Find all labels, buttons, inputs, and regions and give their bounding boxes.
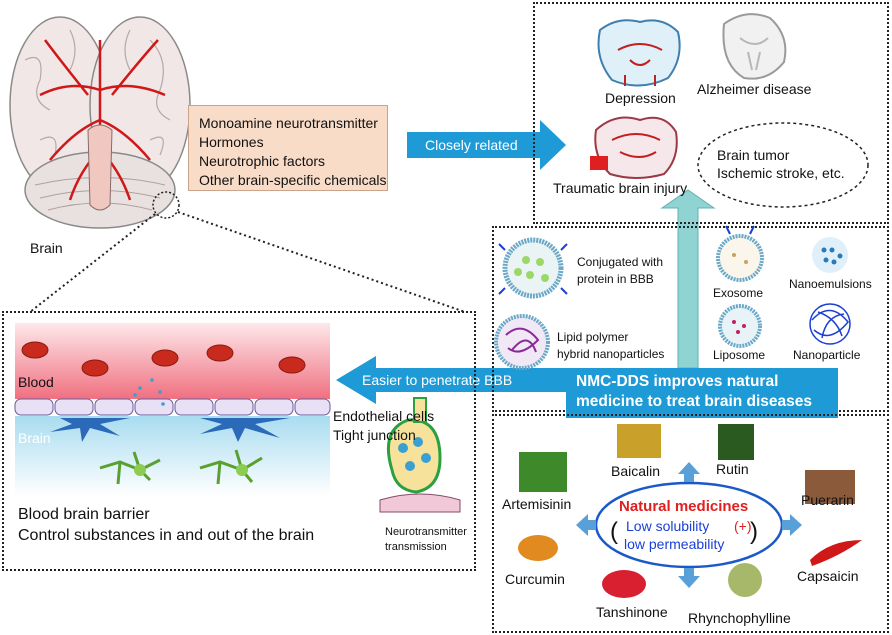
nanoparticle-icon: [809, 303, 851, 345]
depression-label: Depression: [605, 90, 676, 106]
rhynchophylline-label: Rhynchophylline: [688, 610, 791, 626]
conjugated-label-2: protein in BBB: [577, 272, 654, 286]
other-disease-line2: Ischemic stroke, etc.: [717, 165, 845, 181]
liposome-icon: [718, 304, 762, 348]
bbb-title-line2: Control substances in and out of the bra…: [18, 527, 315, 544]
endothelial-cell-row: [14, 398, 331, 416]
rutin-image: [718, 424, 754, 460]
closely-related-label: Closely related: [425, 137, 518, 153]
nanoemulsion-icon: [812, 237, 848, 273]
brain-label: Brain: [30, 240, 63, 256]
rutin-label: Rutin: [716, 461, 749, 477]
nanoparticle-label: Nanoparticle: [793, 348, 861, 362]
curcumin-label: Curcumin: [505, 571, 565, 587]
puerarin-image: [805, 470, 855, 504]
diseases-box: [533, 2, 889, 224]
conjugated-nanocarrier-icon: [498, 237, 568, 299]
endothelial-label: Endothelial cells: [333, 408, 435, 424]
paren-right: ): [750, 518, 758, 545]
chemical-item: Neurotrophic factors: [199, 153, 326, 169]
exosome-label: Exosome: [713, 286, 764, 300]
conjugated-label-1: Conjugated with: [577, 255, 664, 269]
bbb-brain-label: Brain: [18, 430, 51, 446]
synapse-icon: [379, 397, 461, 513]
brain-chemicals-box: Monoamine neurotransmitter Hormones Neur…: [188, 105, 388, 191]
other-disease-line1: Brain tumor: [717, 147, 790, 163]
liposome-label: Liposome: [713, 348, 766, 362]
rhynchophylline-image: [728, 563, 762, 597]
tight-junction-label: Tight junction: [333, 427, 416, 443]
neuron-cells: [99, 449, 263, 485]
nmc-dds-banner: NMC-DDS improves natural medicine to tre…: [566, 368, 838, 418]
exosome-icon: [716, 225, 764, 282]
neurotransmitter-label-1: Neurotransmitter: [385, 526, 467, 538]
low-permeability-label: low permeability: [624, 536, 725, 552]
artemisinin-label: Artemisinin: [502, 496, 572, 512]
puerarin-label: Puerarin: [801, 492, 854, 508]
paren-left: (: [610, 518, 618, 545]
tbi-label: Traumatic brain injury: [553, 180, 688, 196]
low-solubility-label: Low solubility: [626, 518, 710, 534]
capsaicin-label: Capsaicin: [797, 568, 859, 584]
banner-line-1: NMC-DDS improves natural: [576, 373, 779, 390]
plus-sign: (+): [734, 518, 752, 534]
capsaicin-image: [810, 540, 862, 566]
red-blood-cells: [21, 341, 306, 377]
bbb-box: [2, 311, 476, 571]
neurotransmitter-label-2: transmission: [385, 541, 447, 553]
tanshinone-label: Tanshinone: [596, 604, 668, 620]
lipid-polymer-label-1: Lipid polymer: [557, 330, 629, 344]
natural-medicines-title: Natural medicines: [619, 498, 749, 515]
baicalin-image: [617, 424, 661, 458]
lipid-polymer-hybrid-icon: [494, 314, 550, 370]
bbb-title-line1: Blood brain barrier: [18, 506, 150, 523]
chemical-item: Monoamine neurotransmitter: [199, 115, 378, 131]
chemical-item: Hormones: [199, 134, 264, 150]
tanshinone-image: [602, 570, 646, 598]
nanoemulsions-label: Nanoemulsions: [789, 277, 872, 291]
astrocyte-cells: [50, 418, 290, 442]
banner-line-2: medicine to treat brain diseases: [576, 393, 813, 410]
natural-medicines-box: [492, 414, 889, 633]
other-diseases-ellipse: [697, 122, 869, 208]
chemical-item: Other brain-specific chemicals: [199, 172, 387, 188]
curcumin-image: [518, 535, 558, 561]
blood-label: Blood: [18, 374, 54, 390]
baicalin-label: Baicalin: [611, 463, 661, 479]
lipid-polymer-label-2: hybrid nanoparticles: [557, 347, 665, 361]
alzheimer-brain-icon: [722, 13, 787, 80]
traumatic-brain-injury-icon: [590, 116, 678, 179]
alzheimer-label: Alzheimer disease: [697, 81, 812, 97]
artemisinin-image: [519, 452, 567, 492]
depression-brain-icon: [597, 19, 681, 87]
